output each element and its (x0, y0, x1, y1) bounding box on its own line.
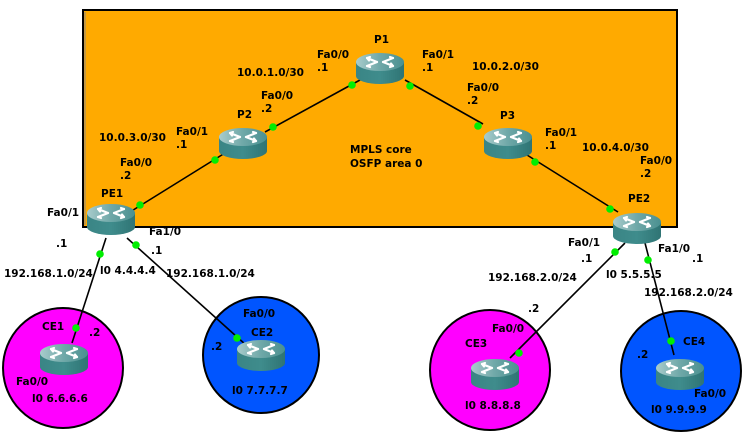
iface-ce4-ip: .2 (637, 349, 648, 361)
subnet-label-pe1-p2: 10.0.3.0/30 (99, 132, 166, 144)
status-dot (606, 205, 614, 213)
subnet-label-pe2-ce4: 192.168.2.0/24 (644, 287, 733, 299)
iface-pe1-fa10-ip: .1 (151, 245, 162, 257)
subnet-label-pe1-ce2: 192.168.1.0/24 (166, 268, 255, 280)
link-status-dots (72, 81, 675, 357)
link-p3-pe2[interactable] (526, 154, 619, 213)
router-label-ce1: CE1 (42, 321, 64, 333)
status-dot (611, 248, 619, 256)
subnet-label-p2-p1: 10.0.1.0/30 (237, 67, 304, 79)
router-pe1[interactable] (85, 202, 137, 237)
iface-p2-fa00: Fa0/0 (261, 90, 293, 102)
status-dot (406, 82, 414, 90)
iface-ce3-fa00: Fa0/0 (492, 323, 524, 335)
iface-p2-fa00-ip: .2 (261, 103, 272, 115)
iface-p3-fa00: Fa0/0 (467, 82, 499, 94)
status-dot (136, 201, 144, 209)
iface-pe1-fa01-ip: .1 (56, 238, 67, 250)
loopback-ce4: l0 9.9.9.9 (651, 404, 707, 416)
link-pe2-ce3[interactable] (509, 242, 626, 359)
iface-ce1-ip: .2 (89, 327, 100, 339)
status-dot (132, 241, 140, 249)
status-dot (211, 156, 219, 164)
router-label-ce2: CE2 (251, 327, 273, 339)
iface-pe1-fa10: Fa1/0 (149, 226, 181, 238)
mpls-core-area (82, 9, 678, 228)
status-dot (644, 256, 652, 264)
iface-p1-fa00: Fa0/0 (317, 49, 349, 61)
router-label-p1: P1 (374, 34, 389, 46)
iface-pe2-fa01: Fa0/1 (568, 237, 600, 249)
iface-ce4-fa00: Fa0/0 (694, 388, 726, 400)
iface-pe1-fa00: Fa0/0 (120, 157, 152, 169)
iface-ce1-fa00: Fa0/0 (16, 376, 48, 388)
subnet-label-p1-p3: 10.0.2.0/30 (472, 61, 539, 73)
link-p1-p3[interactable] (404, 79, 484, 125)
router-ce3[interactable] (469, 357, 521, 392)
iface-p3-fa01: Fa0/1 (545, 127, 577, 139)
status-dot (348, 81, 356, 89)
iface-p3-fa00-ip: .2 (467, 95, 478, 107)
iface-pe2-fa00-ip: .2 (640, 168, 651, 180)
router-label-p2: P2 (237, 109, 252, 121)
router-label-ce3: CE3 (465, 338, 487, 350)
router-p2[interactable] (217, 126, 269, 161)
router-pe2[interactable] (611, 211, 663, 246)
router-label-ce4: CE4 (683, 336, 705, 348)
router-label-pe1: PE1 (101, 188, 123, 200)
router-label-pe2: PE2 (628, 193, 650, 205)
router-label-p3: P3 (500, 110, 515, 122)
router-ce4[interactable] (654, 357, 706, 392)
iface-p2-fa01-ip: .1 (176, 139, 187, 151)
iface-p3-fa01-ip: .1 (545, 140, 556, 152)
loopback-pe2: l0 5.5.5.5 (606, 269, 662, 281)
iface-pe2-fa00: Fa0/0 (640, 155, 672, 167)
loopback-ce2: l0 7.7.7.7 (232, 385, 288, 397)
iface-p1-fa01-ip: .1 (422, 62, 433, 74)
core-area-title: MPLS core (350, 144, 412, 156)
status-dot (269, 123, 277, 131)
status-dot (515, 349, 523, 357)
loopback-ce1: l0 6.6.6.6 (32, 393, 88, 405)
iface-p2-fa01: Fa0/1 (176, 126, 208, 138)
status-dot (474, 122, 482, 130)
link-pe1-ce2[interactable] (126, 237, 247, 346)
iface-ce2-fa00: Fa0/0 (243, 308, 275, 320)
status-dot (96, 250, 104, 258)
status-dot (531, 158, 539, 166)
iface-ce3-ip: .2 (528, 303, 539, 315)
router-p3[interactable] (482, 126, 534, 161)
loopback-pe1: l0 4.4.4.4 (100, 265, 156, 277)
status-dot (667, 337, 675, 345)
core-area-subtitle: OSFP area 0 (350, 158, 422, 170)
router-ce2[interactable] (235, 338, 287, 373)
iface-p1-fa00-ip: .1 (317, 62, 328, 74)
iface-pe2-fa01-ip: .1 (581, 253, 592, 265)
iface-pe2-fa10: Fa1/0 (658, 243, 690, 255)
iface-pe2-fa10-ip: .1 (692, 253, 703, 265)
loopback-ce3: l0 8.8.8.8 (465, 400, 521, 412)
subnet-label-pe2-ce3: 192.168.2.0/24 (488, 272, 577, 284)
link-pe1-p2[interactable] (129, 152, 226, 213)
status-dot (233, 334, 241, 342)
iface-pe1-fa00-ip: .2 (120, 170, 131, 182)
router-ce1[interactable] (38, 342, 90, 377)
iface-ce2-ip: .2 (211, 341, 222, 353)
status-dot (72, 324, 80, 332)
subnet-label-p3-pe2: 10.0.4.0/30 (582, 142, 649, 154)
router-p1[interactable] (354, 51, 406, 86)
iface-pe1-fa01: Fa0/1 (47, 207, 79, 219)
iface-p1-fa01: Fa0/1 (422, 49, 454, 61)
subnet-label-pe1-ce1: 192.168.1.0/24 (4, 268, 93, 280)
link-p2-p1[interactable] (264, 79, 361, 133)
